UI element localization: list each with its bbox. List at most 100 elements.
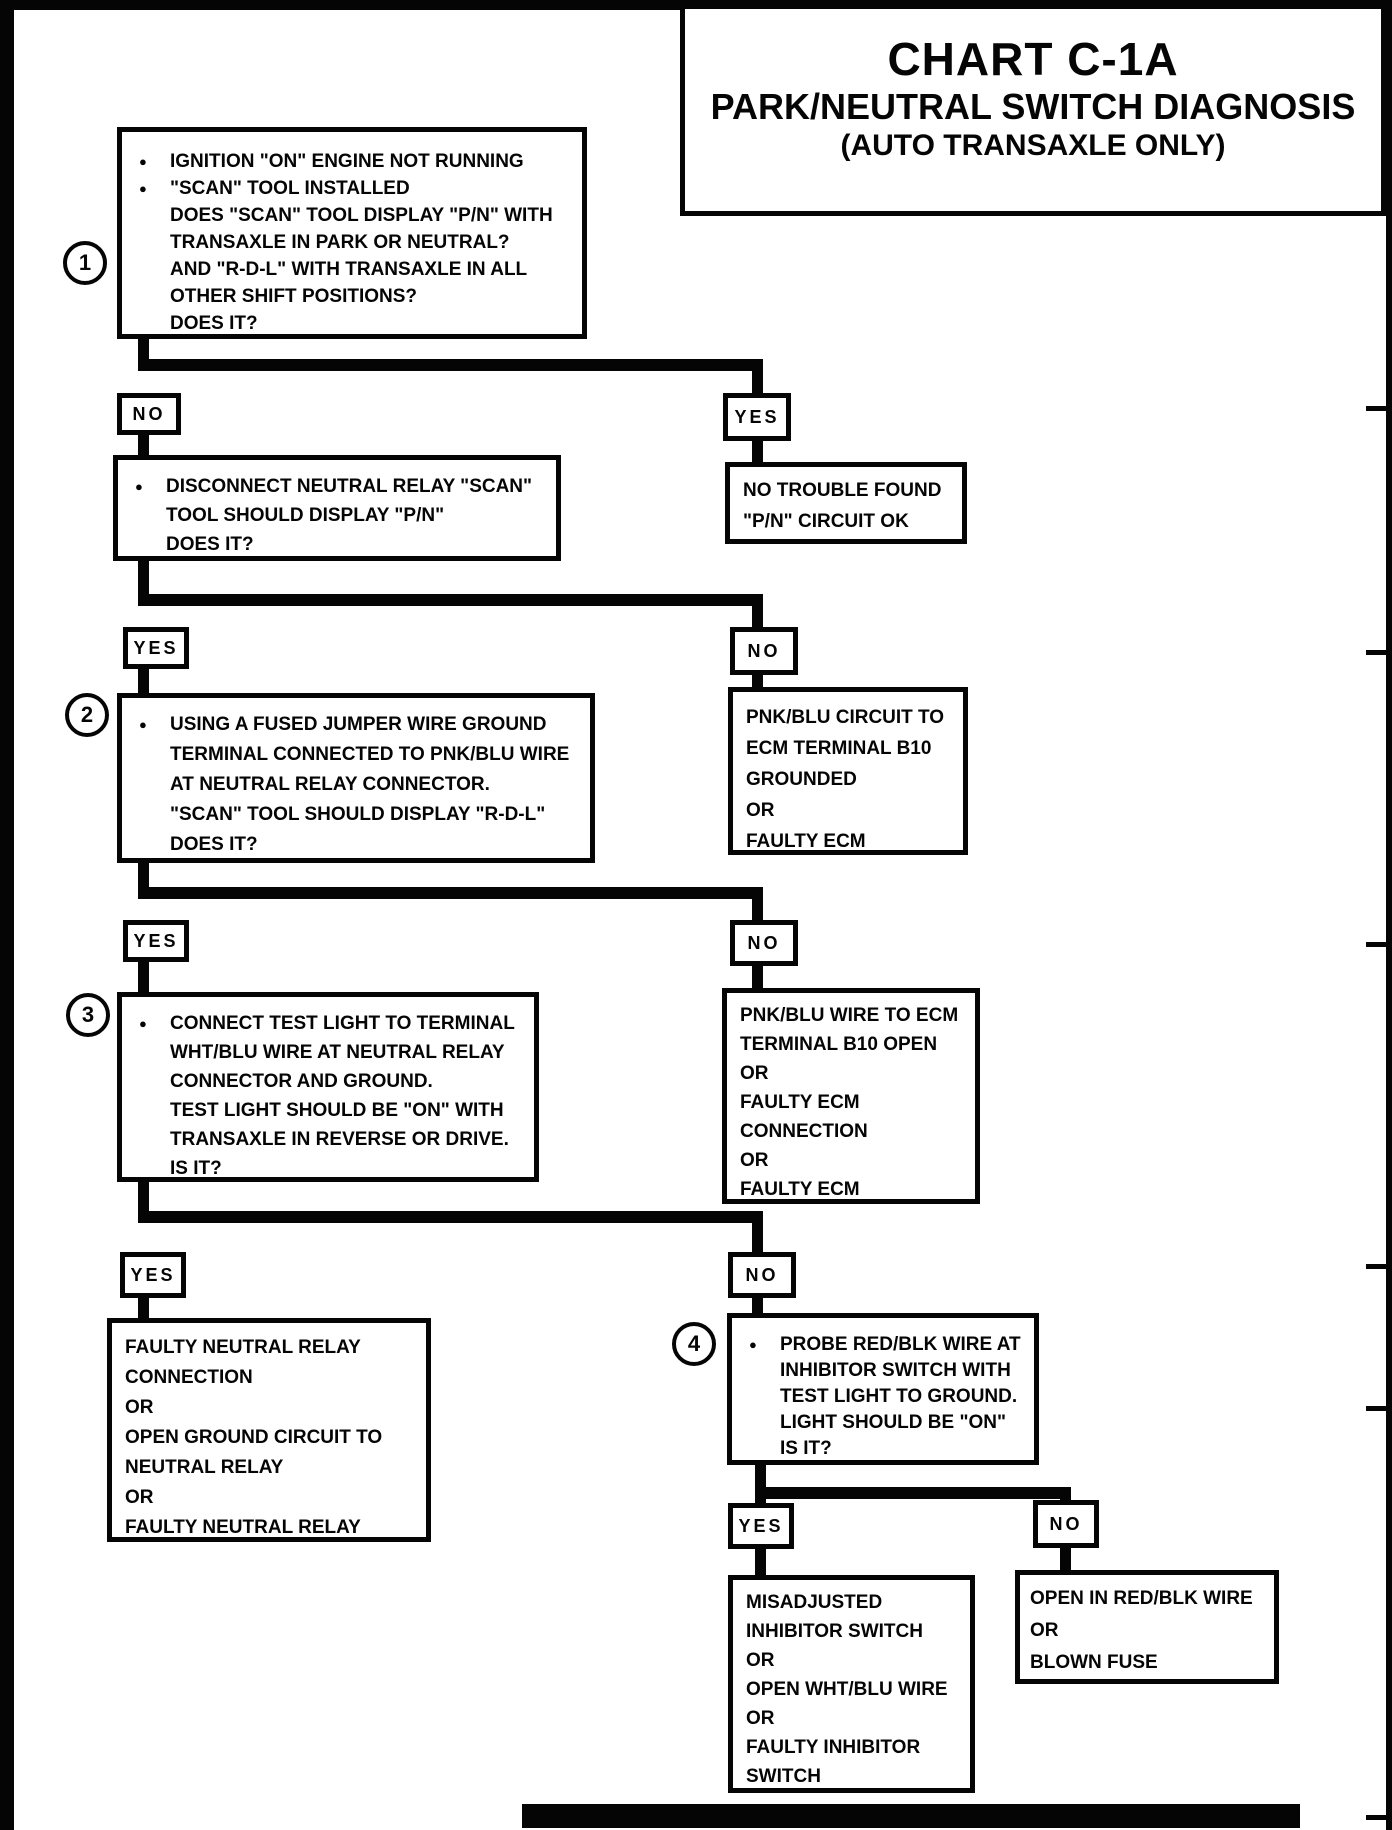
connector-line xyxy=(1060,1487,1071,1500)
box-text-line: TOOL SHOULD DISPLAY "P/N" xyxy=(118,501,556,530)
box-text-line: TEST LIGHT SHOULD BE "ON" WITH xyxy=(122,1096,534,1125)
decision-label-no-1: NO xyxy=(117,393,181,435)
margin-tick xyxy=(1366,650,1392,655)
step-3-number-badge: 3 xyxy=(66,993,110,1037)
connector-line xyxy=(138,1182,149,1223)
decision-label-yes-3: YES xyxy=(123,920,189,962)
bullet-icon: ● xyxy=(749,1337,757,1352)
bullet-spacer xyxy=(122,1096,170,1125)
box-text-line: DOES IT? xyxy=(122,310,582,337)
box-text: DOES "SCAN" TOOL DISPLAY "P/N" WITH xyxy=(170,205,553,226)
bullet-icon: ● xyxy=(139,181,147,196)
box-text-line: ●IGNITION "ON" ENGINE NOT RUNNING xyxy=(122,148,582,175)
bullet-spacer xyxy=(122,310,170,337)
box-text: "SCAN" TOOL SHOULD DISPLAY "R-D-L" xyxy=(170,804,546,825)
box-text: AT NEUTRAL RELAY CONNECTOR. xyxy=(170,774,490,795)
box-text: CONNECT TEST LIGHT TO TERMINAL xyxy=(170,1013,515,1034)
bullet-spacer xyxy=(732,1410,780,1436)
connector-line xyxy=(138,433,149,455)
decision-label-yes-2: YES xyxy=(123,627,189,669)
box-text-line: DOES "SCAN" TOOL DISPLAY "P/N" WITH xyxy=(122,202,582,229)
box-text-line: ●"SCAN" TOOL INSTALLED xyxy=(122,175,582,202)
decision-label-yes-1: YES xyxy=(723,393,791,441)
bullet-icon: ● xyxy=(139,1016,147,1031)
box-text: FAULTY NEUTRAL RELAY xyxy=(125,1337,361,1358)
step-3-question-box: ● CONNECT TEST LIGHT TO TERMINAL WHT/BLU W… xyxy=(117,992,539,1182)
box-text-line: OR xyxy=(746,1646,966,1675)
connector-line xyxy=(752,359,763,393)
box-text: TOOL SHOULD DISPLAY "P/N" xyxy=(166,505,445,526)
bullet-spacer xyxy=(732,1436,780,1462)
box-text: WHT/BLU WIRE AT NEUTRAL RELAY xyxy=(170,1042,505,1063)
box-text: LIGHT SHOULD BE "ON" xyxy=(780,1412,1006,1433)
box-text-line: "P/N" CIRCUIT OK xyxy=(743,506,958,537)
box-text: OR xyxy=(746,1650,775,1671)
decision-label-no-3: NO xyxy=(730,920,798,966)
bullet-spacer xyxy=(118,501,166,530)
chart-title: CHART C-1A xyxy=(887,33,1179,85)
box-text-line: OR xyxy=(125,1483,422,1513)
box-text: CONNECTOR AND GROUND. xyxy=(170,1071,433,1092)
box-text: NO TROUBLE FOUND xyxy=(743,480,942,501)
decision-label-yes-4: YES xyxy=(120,1252,186,1298)
box-text-line: TERMINAL CONNECTED TO PNK/BLU WIRE xyxy=(122,740,590,770)
box-text-line: TRANSAXLE IN REVERSE OR DRIVE. xyxy=(122,1125,534,1154)
page-border-left xyxy=(0,0,14,1830)
box-text: CONNECTION xyxy=(125,1367,253,1388)
chart-title-box: CHART C-1A PARK/NEUTRAL SWITCH DIAGNOSIS… xyxy=(680,4,1386,216)
box-text: FAULTY ECM xyxy=(740,1092,860,1113)
box-text-line: OPEN IN RED/BLK WIRE xyxy=(1030,1583,1270,1615)
box-text-line: OPEN WHT/BLU WIRE xyxy=(746,1675,966,1704)
box-text-line: "SCAN" TOOL SHOULD DISPLAY "R-D-L" xyxy=(122,800,590,830)
step-2-number-badge: 2 xyxy=(65,693,109,737)
box-text-line: ● CONNECT TEST LIGHT TO TERMINAL xyxy=(122,1009,534,1038)
box-text-line: OPEN GROUND CIRCUIT TO xyxy=(125,1423,422,1453)
bullet-spacer xyxy=(122,202,170,229)
box-text-line: TERMINAL B10 OPEN xyxy=(740,1030,971,1059)
box-text: AND "R-D-L" WITH TRANSAXLE IN ALL xyxy=(170,259,528,280)
box-text-line: ●DISCONNECT NEUTRAL RELAY "SCAN" xyxy=(118,472,556,501)
box-text-line: WHT/BLU WIRE AT NEUTRAL RELAY xyxy=(122,1038,534,1067)
box-text-line: ECM TERMINAL B10 xyxy=(746,733,959,764)
box-text: OR xyxy=(1030,1620,1059,1641)
box-text-line: INHIBITOR SWITCH xyxy=(746,1617,966,1646)
box-text-line: INHIBITOR SWITCH WITH xyxy=(732,1358,1034,1384)
box-text: TRANSAXLE IN REVERSE OR DRIVE. xyxy=(170,1129,509,1150)
box-text: TEST LIGHT SHOULD BE "ON" WITH xyxy=(170,1100,504,1121)
bullet-spacer xyxy=(122,800,170,830)
bullet-spacer xyxy=(122,830,170,860)
box-text-line: NO TROUBLE FOUND xyxy=(743,475,958,506)
box-text-line: OR xyxy=(1030,1615,1270,1647)
box-text: OR xyxy=(740,1150,769,1171)
bullet-icon: ● xyxy=(139,717,147,732)
margin-tick xyxy=(1366,1406,1392,1411)
box-text-line: OR xyxy=(746,795,959,826)
bullet-spacer xyxy=(122,770,170,800)
box-text-line: IS IT? xyxy=(732,1436,1034,1462)
box-text-line: ●PROBE RED/BLK WIRE AT xyxy=(732,1332,1034,1358)
box-text-line: CONNECTION xyxy=(740,1117,971,1146)
box-text-line: FAULTY ECM xyxy=(746,826,959,857)
bullet-spacer xyxy=(122,1038,170,1067)
box-text-line: OR xyxy=(125,1393,422,1423)
connector-line xyxy=(752,887,763,920)
connector-line xyxy=(752,594,763,627)
box-text-line: CONNECTION xyxy=(125,1363,422,1393)
box-text: MISADJUSTED xyxy=(746,1592,883,1613)
margin-tick xyxy=(1366,406,1392,411)
box-text-line: ●USING A FUSED JUMPER WIRE GROUND xyxy=(122,710,590,740)
margin-tick xyxy=(1366,1815,1392,1820)
box-text-line: LIGHT SHOULD BE "ON" xyxy=(732,1410,1034,1436)
box-text-line: FAULTY NEUTRAL RELAY xyxy=(125,1333,422,1363)
box-text: DOES IT? xyxy=(170,834,258,855)
box-text: OR xyxy=(125,1487,154,1508)
connector-line xyxy=(138,337,149,371)
box-text-line: OTHER SHIFT POSITIONS? xyxy=(122,283,582,310)
chart-subtitle-2: (AUTO TRANSAXLE ONLY) xyxy=(840,129,1226,162)
step-1-question-box: ●IGNITION "ON" ENGINE NOT RUNNING●"SCAN"… xyxy=(117,127,587,339)
box-text-line: TRANSAXLE IN PARK OR NEUTRAL? xyxy=(122,229,582,256)
box-text-line: OR xyxy=(740,1146,971,1175)
